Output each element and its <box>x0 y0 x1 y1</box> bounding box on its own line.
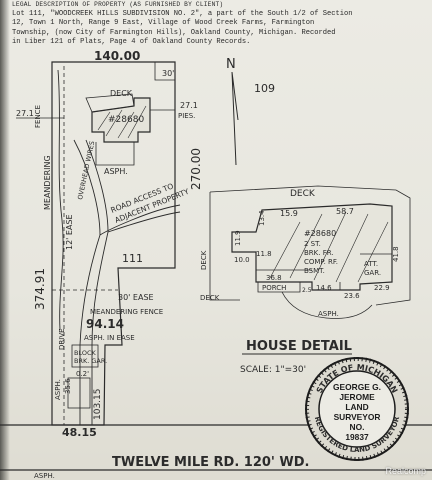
watermark: Realcomp <box>385 466 426 476</box>
drive-label: DRIVE <box>58 328 66 350</box>
detail-hatch <box>269 211 389 283</box>
detail-garage-1: ATT. <box>364 260 378 268</box>
detail-dim-368: 36.8 <box>266 274 282 282</box>
asph-bottom-label: ASPH. <box>34 472 55 480</box>
detail-dim-100: 10.0 <box>234 256 250 264</box>
meandering-fence-label: MEANDERING FENCE <box>90 308 163 316</box>
detail-asph-curve <box>281 291 373 319</box>
detail-construction: BRK. FR. <box>304 249 334 257</box>
road-name: TWELVE MILE RD. 120' WD. <box>112 455 310 470</box>
asph-box <box>67 377 91 409</box>
bottom-dim: 48.15 <box>62 426 97 439</box>
seal-role-2: SURVEYOR <box>333 412 381 422</box>
detail-deck-left: DECK <box>200 250 208 270</box>
legal-line: Township, (now City of Farmington Hills)… <box>12 28 336 37</box>
deck-outline <box>85 93 135 113</box>
brick-garage-label: BRK. GAR. <box>74 357 107 365</box>
lot-109: 109 <box>254 82 275 95</box>
detail-stories: 2 ST. <box>304 240 321 248</box>
house-footprint <box>91 97 151 143</box>
dim-356: 35.6 <box>64 378 72 394</box>
page-shadow <box>0 0 10 480</box>
meandering-label: MEANDERING <box>43 155 52 210</box>
house-number: #28680 <box>108 115 144 125</box>
detail-basement: BSMT. <box>304 267 325 275</box>
detail-dim-159: 15.9 <box>280 209 298 218</box>
legal-description: LEGAL DESCRIPTION OF PROPERTY (AS FURNIS… <box>12 0 414 48</box>
brick-garage <box>71 344 99 368</box>
detail-asph: ASPH. <box>318 310 339 318</box>
road-access-path <box>73 139 181 236</box>
detail-deck-outline <box>209 185 411 306</box>
top-ease: 30' <box>162 69 174 78</box>
detail-dim-229: 22.9 <box>374 284 390 292</box>
dim-9414: 94.14 <box>86 317 124 331</box>
seal-no-label: NO. <box>349 422 365 432</box>
meandering-fence <box>57 69 64 331</box>
ease-30-label: 30' EASE <box>118 293 154 302</box>
easement-line <box>154 62 175 81</box>
detail-dim-134: 13.4 <box>258 210 266 226</box>
asph-pad <box>95 142 135 166</box>
seal-role-1: LAND <box>345 402 369 412</box>
deck-label: DECK <box>110 89 133 98</box>
detail-house-number: #28680 <box>304 229 336 238</box>
road-access-path <box>85 139 181 233</box>
seal-number: 19837 <box>345 432 369 442</box>
detail-house-outline <box>231 203 393 291</box>
detail-divider <box>256 253 392 290</box>
detail-deck-bottom: DECK <box>200 294 220 302</box>
detail-dim-418: 41.8 <box>392 246 400 262</box>
drive-curve <box>79 234 101 425</box>
dim-02: 0.2' <box>76 370 89 378</box>
detail-dim-587: 58.7 <box>336 207 354 216</box>
detail-dim-25: 2.5 <box>302 287 312 294</box>
seal-name-1: GEORGE G. <box>333 382 381 392</box>
house-hatch <box>97 105 147 139</box>
asph-label: ASPH. <box>104 167 128 176</box>
detail-deck: DECK <box>290 189 316 199</box>
block-label: BLOCK <box>74 349 97 357</box>
legal-line: Lot 111, "WOODCREEK HILLS SUBDIVISION NO… <box>12 9 353 18</box>
detail-dim-119: 11.9 <box>234 230 242 246</box>
left-offset: 27.1 <box>16 109 34 118</box>
north-arrow <box>231 71 239 166</box>
drive-curve <box>91 231 109 425</box>
detail-roof: COMP. RF. <box>304 258 338 266</box>
detail-dim-236: 23.6 <box>344 292 360 300</box>
legal-heading: LEGAL DESCRIPTION OF PROPERTY (AS FURNIS… <box>12 1 224 8</box>
seal-ring: STATE OF MICHIGAN REGISTERED LAND SURVEY… <box>305 357 409 461</box>
detail-porch <box>257 282 301 293</box>
pies-dim-value: 27.1 <box>180 101 198 110</box>
left-dim: 374.91 <box>33 268 47 310</box>
detail-dim-146: 14.6 <box>316 284 332 292</box>
asph-left-label: ASPH. <box>54 379 62 400</box>
fence-label: FENCE <box>34 105 42 128</box>
north-label: N <box>226 57 236 72</box>
ease-12-label: 12' EASE <box>65 214 74 250</box>
dim-1015: 103.15 <box>93 389 103 421</box>
surveyor-seal: STATE OF MICHIGAN REGISTERED LAND SURVEY… <box>304 356 410 462</box>
legal-line: 12, Town 1 North, Range 9 East, Village … <box>12 19 315 28</box>
legal-line: in Liber 121 of Plats, Page 4 of Oakland… <box>12 38 251 47</box>
pies-label: PIES. <box>178 112 195 120</box>
right-dim: 270.00 <box>189 148 203 190</box>
house-detail-scale: SCALE: 1"=30' <box>240 365 306 375</box>
top-dim: 140.00 <box>94 49 140 63</box>
asph-in-ease: ASPH. IN EASE <box>84 334 135 342</box>
lot-111: 111 <box>122 252 143 265</box>
detail-garage-2: GAR. <box>364 269 381 277</box>
seal-name-2: JEROME <box>339 392 375 402</box>
detail-dim-118: 11.8 <box>256 250 272 258</box>
detail-porch: PORCH <box>262 284 286 292</box>
house-detail-title: HOUSE DETAIL <box>246 339 352 354</box>
